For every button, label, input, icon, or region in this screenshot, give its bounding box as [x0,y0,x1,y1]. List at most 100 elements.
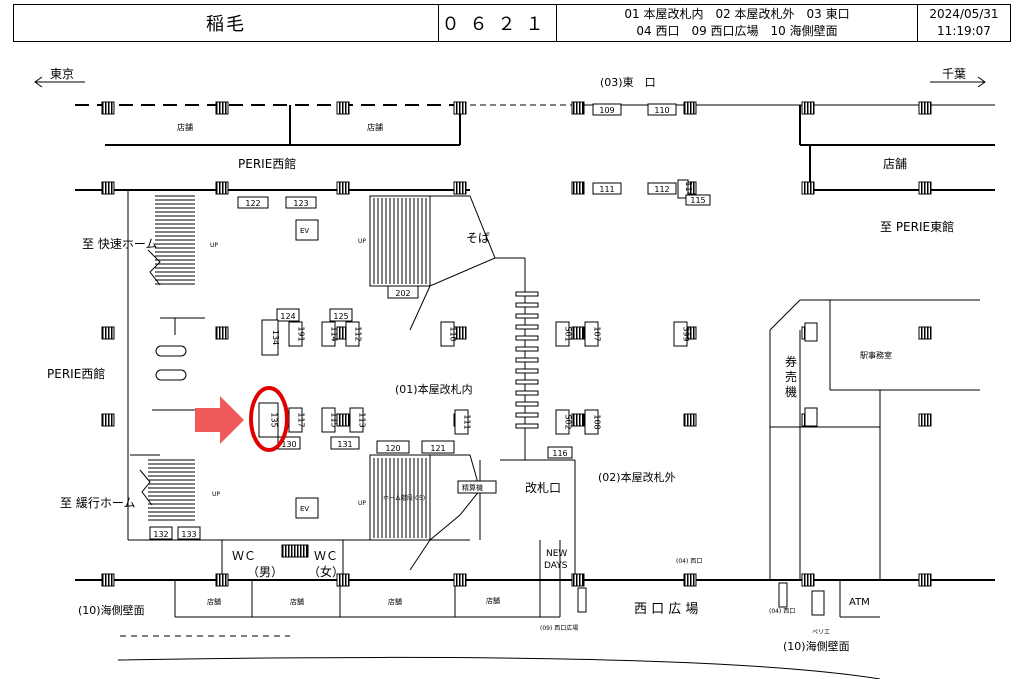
sign-107: 107 [584,321,602,347]
pillar [453,573,467,587]
sign-117: 117 [288,407,306,433]
sign-115: 115 [685,194,711,206]
pillar [918,573,932,587]
svg-text:ＷＣ: ＷＣ [314,549,338,563]
sign-label: 112 [654,185,669,194]
sign-label: 110 [449,326,458,341]
svg-text:(04) 西口: (04) 西口 [769,608,795,615]
ev-lower: EV [300,505,309,513]
sign-191: 191 [288,321,306,347]
sign-label: S02 [564,414,573,429]
sign-label: 131 [337,440,352,449]
pillar [918,101,932,115]
svg-text:ＷＣ: ＷＣ [232,549,256,563]
sign-111: 111 [454,409,472,435]
sign-label: 191 [297,326,306,341]
sign-108: 108 [584,409,602,435]
legend-line-1: 01 本屋改札内 02 本屋改札外 03 東口 [624,7,850,21]
sign-label: 123 [293,199,308,208]
sign-label: 115 [330,412,339,427]
pillar [336,101,350,115]
svg-text:西 口 広 場: 西 口 広 場 [634,602,698,617]
svg-text:店舗: 店舗 [367,122,383,132]
area-legend: 01 本屋改札内 02 本屋改札外 03 東口 04 西口 09 西口広場 10… [557,5,918,41]
sign-label: 112 [354,326,363,341]
svg-text:UP: UP [212,491,220,498]
sign-120: 120 [376,440,410,454]
direction-chiba: 千葉 [930,67,986,88]
pillar [571,326,585,340]
pillar [801,181,815,195]
svg-text:店舗: 店舗 [290,597,304,606]
svg-text:店舗: 店舗 [883,157,907,171]
svg-text:PERIE西館: PERIE西館 [47,366,105,381]
sign-110: 110 [647,103,677,116]
svg-text:(01)本屋改札内: (01)本屋改札内 [395,382,473,396]
date: 2024/05/31 [929,7,999,21]
svg-text:（男）: （男） [247,565,283,579]
gate-bar [515,390,539,396]
time: 11:19:07 [937,24,991,38]
sign-label: 111 [599,185,614,194]
fare-adjust-box [457,480,497,494]
svg-text:千葉: 千葉 [942,67,966,81]
label-east-exit: (03)東 口 [600,76,656,89]
svg-text:NEW: NEW [546,549,567,559]
gate-bar [515,423,539,429]
pillar [101,326,115,340]
sign-label: S01 [564,326,573,341]
highlight-arrow [195,396,244,444]
sign-121: 121 [421,440,455,454]
pillar [801,101,815,115]
sign-label: 117 [297,412,306,427]
sign-label: 109 [599,106,614,115]
pillar [571,413,585,427]
svg-text:UP: UP [210,242,218,249]
svg-text:駅事務室: 駅事務室 [860,350,892,360]
pillar [683,101,697,115]
pillar [683,413,697,427]
pillar [683,573,697,587]
station-code: ０６２１ [439,5,557,41]
pillar [918,326,932,340]
sign-label: 125 [333,312,348,321]
svg-text:券: 券 [785,354,797,369]
sign-111: 111 [592,182,622,195]
svg-text:店舗: 店舗 [177,122,193,132]
station-name: 稲毛 [14,5,439,41]
svg-text:(10)海側壁面: (10)海側壁面 [78,603,145,617]
gate-bar [515,291,539,297]
gate-bar [515,346,539,352]
stairs-upper [369,195,496,331]
pillars [101,101,932,587]
svg-text:ホーム階段(05): ホーム階段(05) [383,494,425,502]
sign-label: 202 [395,289,410,298]
pillar [918,413,932,427]
svg-text:DAYS: DAYS [544,561,568,571]
sign-label: 116 [552,449,567,458]
ticket-machine-label: 券 売 機 [785,354,797,399]
gate-bar [515,302,539,308]
sign-label: 135 [270,412,279,427]
sign-115: 115 [321,407,339,433]
pillar [101,573,115,587]
gate-row [515,291,539,429]
svg-text:売: 売 [785,369,797,384]
pillar [571,101,585,115]
svg-text:機: 機 [785,384,797,399]
stairs-lower [369,454,481,571]
sign-label: 124 [280,312,295,321]
sign-122: 122 [237,196,269,209]
fare-adjust-label: 精算機 [462,483,483,492]
sign-label: 132 [153,530,168,539]
sign-123: 123 [285,196,317,209]
pillar [571,573,585,587]
sign-135: 135 [258,402,279,438]
svg-text:至 快速ホーム: 至 快速ホーム [82,237,157,251]
pillar [215,181,229,195]
sign-133: 133 [177,526,201,540]
sign-label: 107 [593,326,602,341]
sign-label: 399 [682,326,691,341]
sign-134: 134 [261,319,280,356]
